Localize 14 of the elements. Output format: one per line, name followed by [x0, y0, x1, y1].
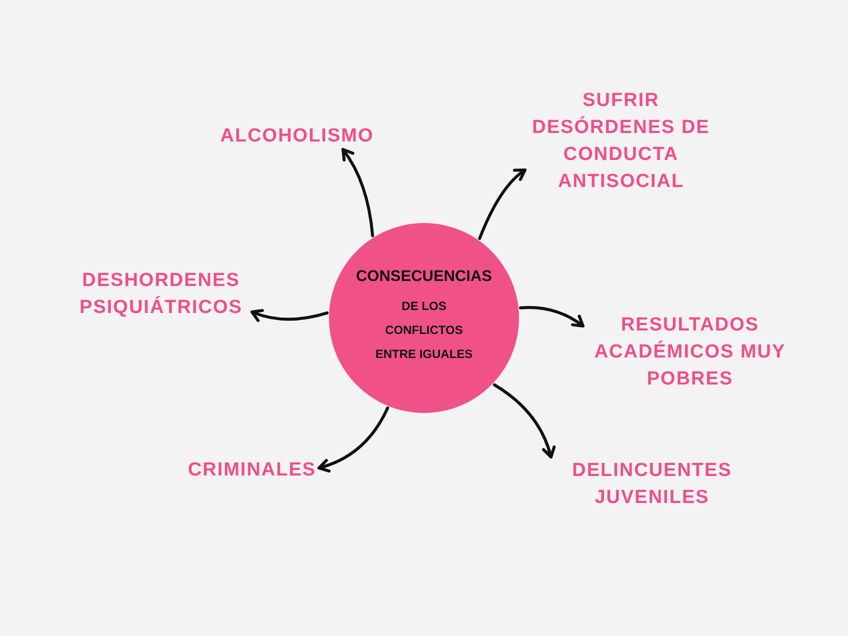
branch-label: CRIMINALES — [185, 456, 319, 484]
arrow — [342, 148, 374, 238]
branch-label: RESULTADOS ACADÉMICOS MUY POBRES — [583, 312, 797, 392]
arrow — [492, 383, 556, 458]
branch-label: DESHORDENES PSIQUIÁTRICOS — [70, 267, 252, 321]
arrow — [519, 306, 584, 328]
circle-title: CONSECUENCIAS — [356, 266, 492, 286]
branch-label: SUFRIR DESÓRDENES DE CONDUCTA ANTISOCIAL — [525, 87, 717, 195]
circle-subtitle: DE LOS CONFLICTOS ENTRE IGUALES — [374, 298, 474, 362]
branch-label: ALCOHOLISMO — [216, 122, 378, 150]
arrow — [250, 308, 329, 322]
arrow — [318, 406, 390, 472]
branch-label: DELINCUENTES JUVENILES — [567, 457, 737, 511]
arrow — [478, 168, 526, 240]
